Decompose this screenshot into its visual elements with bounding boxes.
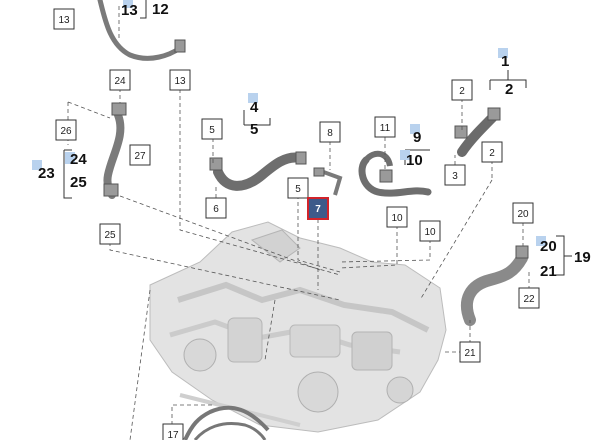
pipe-24 — [103, 102, 127, 199]
group-label-23: 23 — [38, 165, 55, 182]
group-label-4: 4 — [250, 99, 259, 116]
hose-21 — [460, 245, 529, 326]
svg-text:25: 25 — [104, 230, 116, 241]
pipe-8 — [313, 167, 343, 196]
callout-6[interactable]: 6 — [205, 197, 227, 219]
callout-25[interactable]: 25 — [99, 223, 121, 245]
group-labels: 13 12 23 24 25 4 5 9 10 1 2 19 20 21 — [38, 1, 591, 280]
callout-27[interactable]: 27 — [129, 144, 151, 166]
callout-10-right[interactable]: 10 — [419, 220, 441, 242]
callout-10-left[interactable]: 10 — [386, 206, 408, 228]
callout-11[interactable]: 11 — [374, 116, 396, 138]
group-label-21: 21 — [540, 263, 557, 280]
group-label-9: 9 — [413, 129, 421, 146]
leader-lines — [67, 5, 530, 440]
pipe-17 — [183, 405, 270, 440]
callout-8[interactable]: 8 — [319, 121, 341, 143]
svg-text:10: 10 — [424, 227, 436, 238]
svg-text:7: 7 — [315, 204, 321, 215]
callout-22[interactable]: 22 — [518, 287, 540, 309]
callout-2-top[interactable]: 2 — [451, 79, 473, 101]
svg-text:20: 20 — [517, 209, 529, 220]
group-label-20: 20 — [540, 238, 557, 255]
svg-text:2: 2 — [459, 86, 465, 97]
hose-2 — [454, 107, 501, 157]
svg-text:5: 5 — [295, 184, 301, 195]
engine-block-illustration — [149, 221, 447, 433]
group-label-24: 24 — [70, 151, 87, 168]
svg-text:24: 24 — [114, 76, 126, 87]
svg-text:17: 17 — [167, 430, 179, 440]
svg-text:6: 6 — [213, 204, 219, 215]
callout-5-left[interactable]: 5 — [201, 118, 223, 140]
group-label-10: 10 — [406, 152, 423, 169]
svg-text:27: 27 — [134, 151, 146, 162]
reference-tags — [32, 0, 546, 246]
callout-21[interactable]: 21 — [459, 341, 481, 363]
callout-17[interactable]: 17 — [162, 423, 184, 440]
group-label-13: 13 — [121, 2, 138, 19]
svg-text:13: 13 — [58, 15, 70, 26]
group-label-2: 2 — [505, 81, 513, 98]
label-brackets — [63, 0, 572, 276]
hose-10 — [358, 150, 432, 197]
callout-3[interactable]: 3 — [444, 164, 466, 186]
svg-text:5: 5 — [209, 125, 215, 136]
callout-2-right[interactable]: 2 — [481, 141, 503, 163]
callout-13-top[interactable]: 13 — [53, 8, 75, 30]
group-label-5: 5 — [250, 121, 258, 138]
callout-24[interactable]: 24 — [109, 69, 131, 91]
callout-7-highlighted[interactable]: 7 — [307, 197, 329, 220]
callout-20[interactable]: 20 — [512, 202, 534, 224]
svg-text:3: 3 — [452, 171, 458, 182]
callout-5-center[interactable]: 5 — [287, 177, 309, 199]
svg-text:22: 22 — [523, 294, 535, 305]
group-label-19: 19 — [574, 249, 591, 266]
pipe-13 — [97, 0, 186, 61]
svg-text:13: 13 — [174, 76, 186, 87]
group-label-12: 12 — [152, 1, 169, 18]
group-label-25: 25 — [70, 174, 87, 191]
svg-text:8: 8 — [327, 128, 333, 139]
svg-text:21: 21 — [464, 348, 476, 359]
svg-text:26: 26 — [60, 126, 72, 137]
svg-text:10: 10 — [391, 213, 403, 224]
svg-text:2: 2 — [489, 148, 495, 159]
callout-boxes: 13 24 13 26 27 25 5 6 — [53, 8, 540, 440]
callout-13[interactable]: 13 — [169, 69, 191, 91]
svg-text:11: 11 — [380, 123, 391, 134]
callout-26[interactable]: 26 — [55, 119, 77, 141]
group-label-1: 1 — [501, 53, 509, 70]
